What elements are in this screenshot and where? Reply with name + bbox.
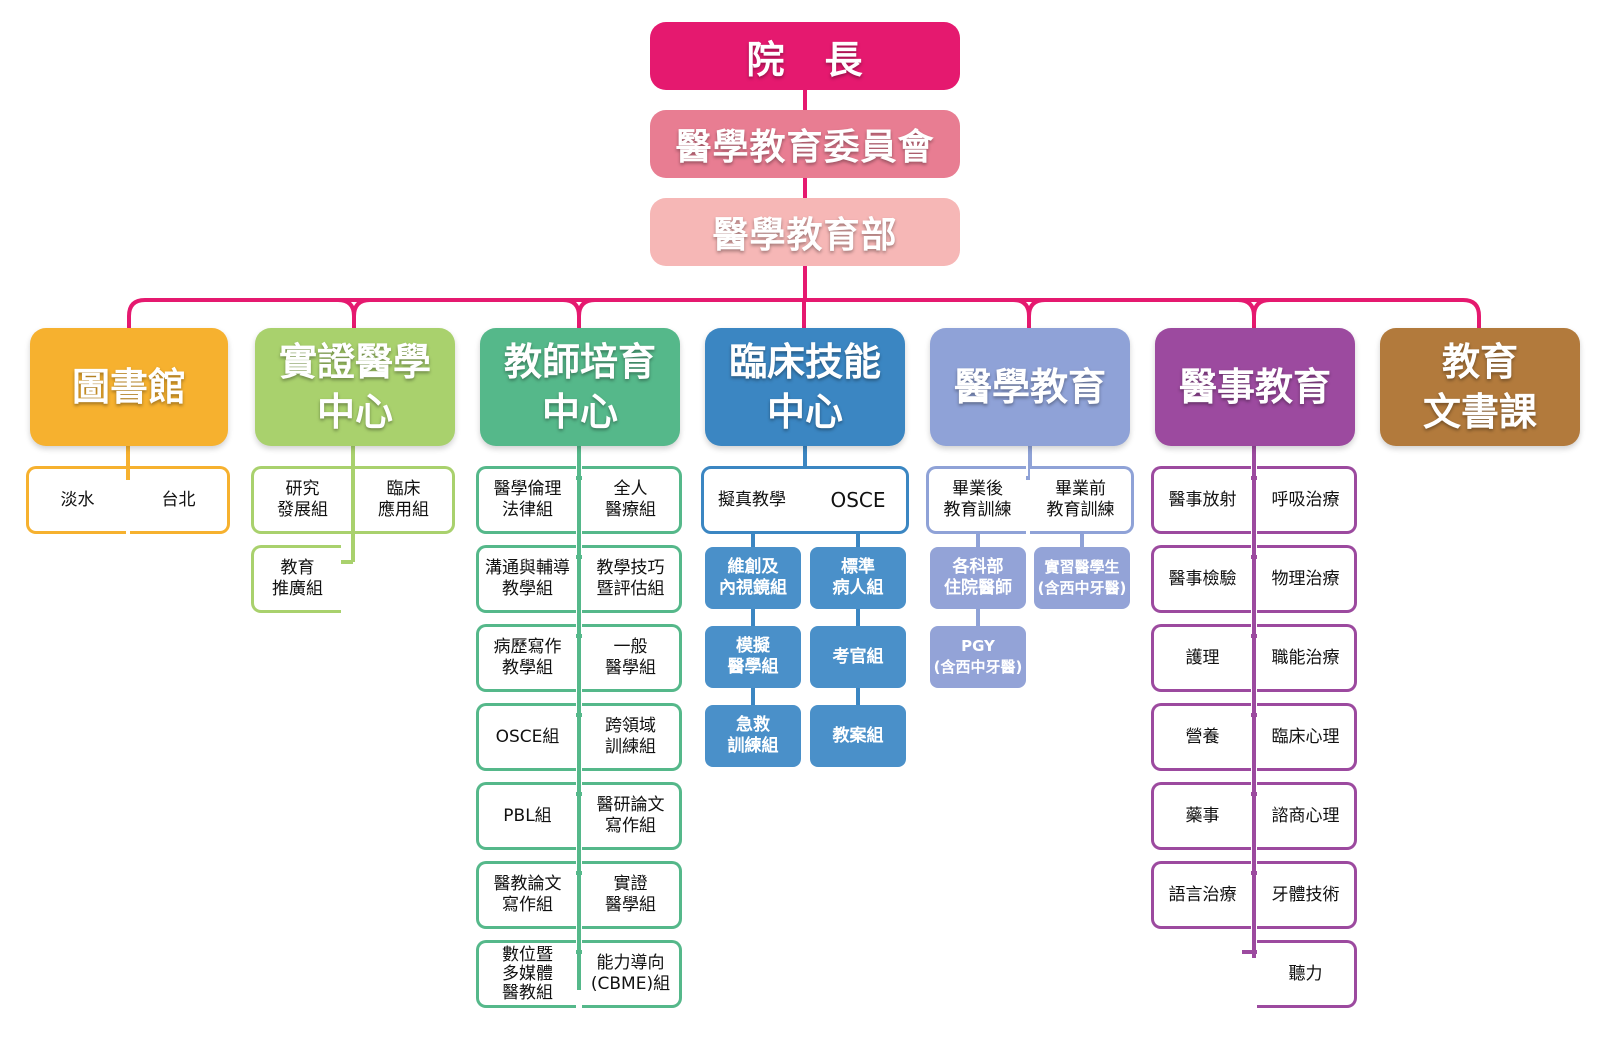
ebm-research-development-group: 研究 發展組 <box>251 466 351 534</box>
faculty-general-medicine-group: 一般 醫學組 <box>582 624 682 692</box>
clinical-simulation-teaching: 擬真教學 <box>701 466 909 534</box>
faculty-cbme-group: 能力導向 (CBME)組 <box>582 940 682 1008</box>
faculty-communication-counseling-group: 溝通與輔導 教學組 <box>476 545 576 613</box>
faculty-development-center-box: 教師培育 中心 <box>480 328 680 446</box>
faculty-ethics-law-group: 醫學倫理 法律組 <box>476 466 576 534</box>
meded-undergraduate-training: 畢業前 教育訓練 <box>1030 466 1134 534</box>
library-branch-taipei: 台北 <box>130 466 230 534</box>
clinical-skills-center-box: 臨床技能 中心 <box>705 328 905 446</box>
meded-residents: 各科部 住院醫師 <box>930 547 1026 609</box>
faculty-osce-group: OSCE組 <box>476 703 576 771</box>
faculty-holistic-care-group: 全人 醫療組 <box>582 466 682 534</box>
ebm-center-box: 實證醫學 中心 <box>255 328 455 446</box>
medical-education-department-box: 醫學教育部 <box>650 198 960 266</box>
clinical-standardized-patient-group: 標準 病人組 <box>810 547 906 609</box>
clinical-examiner-group: 考官組 <box>810 626 906 688</box>
faculty-ebm-group: 實證 醫學組 <box>582 861 682 929</box>
faculty-pbl-group: PBL組 <box>476 782 576 850</box>
faculty-medical-record-writing-group: 病歷寫作 教學組 <box>476 624 576 692</box>
allied-nursing: 護理 <box>1151 624 1251 692</box>
department-drop <box>1012 298 1031 330</box>
allied-clinical-psychology: 臨床心理 <box>1257 703 1357 771</box>
clinical-case-group: 教案組 <box>810 705 906 767</box>
department-drop <box>337 298 356 330</box>
allied-speech-therapy: 語言治療 <box>1151 861 1251 929</box>
president-box: 院 長 <box>650 22 960 90</box>
education-documents-section-box: 教育 文書課 <box>1380 328 1580 446</box>
allied-pharmacy: 藥事 <box>1151 782 1251 850</box>
faculty-education-paper-writing-group: 醫教論文 寫作組 <box>476 861 576 929</box>
clinical-simulation-medicine-group: 模擬 醫學組 <box>705 626 801 688</box>
faculty-interprofessional-training-group: 跨領域 訓練組 <box>582 703 682 771</box>
department-drop <box>1252 298 1271 317</box>
medical-education-box: 醫學教育 <box>930 328 1130 446</box>
allied-dental-technology: 牙體技術 <box>1257 861 1357 929</box>
clinical-endoscopy-group: 維創及 內視鏡組 <box>705 547 801 609</box>
department-drop <box>1237 298 1256 330</box>
allied-counseling-psychology: 諮商心理 <box>1257 782 1357 850</box>
department-drop <box>562 298 581 330</box>
department-drop <box>352 298 371 317</box>
medical-education-committee-box: 醫學教育委員會 <box>650 110 960 178</box>
faculty-teaching-assessment-group: 教學技巧 暨評估組 <box>582 545 682 613</box>
library-box: 圖書館 <box>30 328 228 446</box>
allied-respiratory-therapy: 呼吸治療 <box>1257 466 1357 534</box>
department-drop <box>127 298 146 330</box>
meded-pgy: PGY (含西中牙醫) <box>930 626 1026 688</box>
ebm-education-promotion-group: 教育 推廣組 <box>251 545 341 613</box>
ebm-clinical-application-group: 臨床 應用組 <box>355 466 455 534</box>
meded-clerks: 實習醫學生 (含西中牙醫) <box>1034 547 1130 609</box>
department-drop <box>577 298 596 317</box>
allied-audiology: 聽力 <box>1257 940 1357 1008</box>
allied-health-education-box: 醫事教育 <box>1155 328 1355 446</box>
allied-radiology: 醫事放射 <box>1151 466 1251 534</box>
library-branch-tamsui: 淡水 <box>26 466 126 534</box>
allied-physical-therapy: 物理治療 <box>1257 545 1357 613</box>
department-drop <box>1462 298 1481 330</box>
clinical-osce-label: OSCE <box>830 488 886 512</box>
allied-occupational-therapy: 職能治療 <box>1257 624 1357 692</box>
department-drop <box>1027 298 1046 317</box>
meded-postgraduate-training: 畢業後 教育訓練 <box>926 466 1026 534</box>
clinical-emergency-training-group: 急救 訓練組 <box>705 705 801 767</box>
faculty-research-paper-writing-group: 醫研論文 寫作組 <box>582 782 682 850</box>
faculty-digital-multimedia-group: 數位暨 多媒體 醫教組 <box>476 940 576 1008</box>
allied-laboratory: 醫事檢驗 <box>1151 545 1251 613</box>
allied-nutrition: 營養 <box>1151 703 1251 771</box>
